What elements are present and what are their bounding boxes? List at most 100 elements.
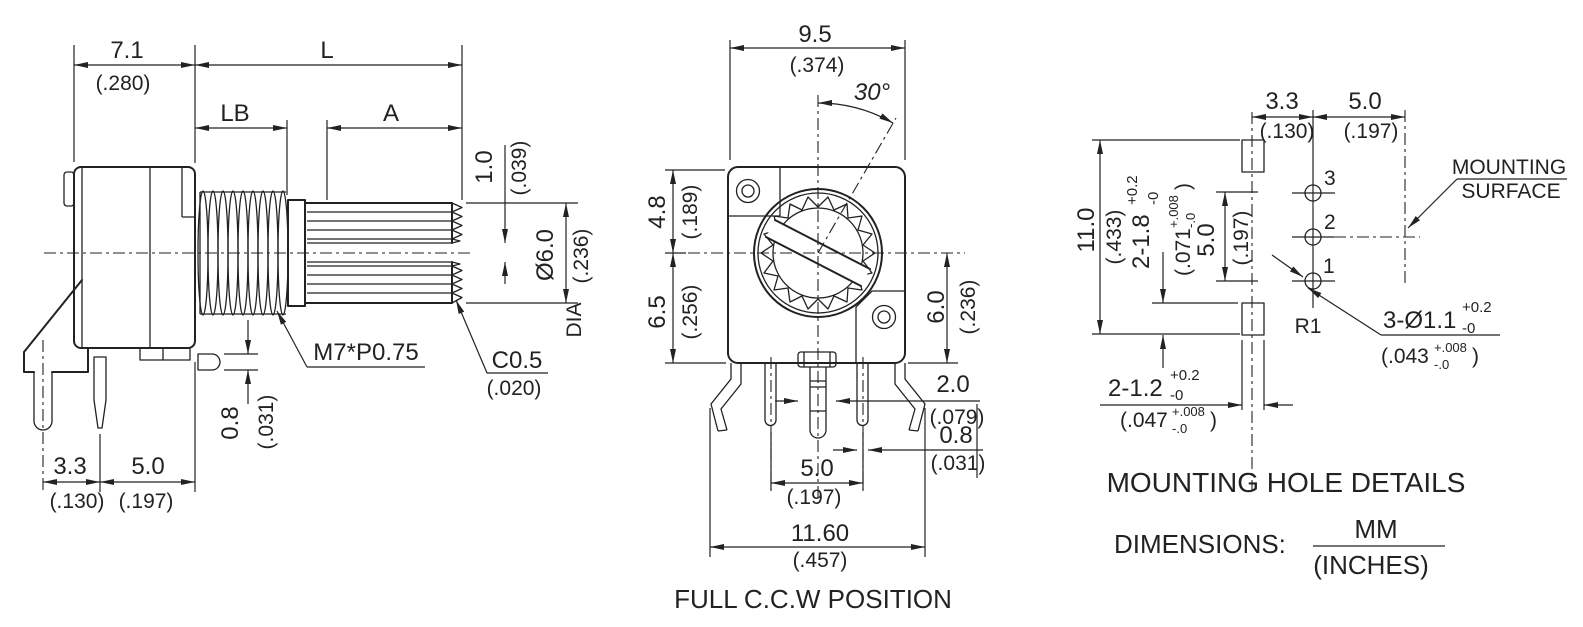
- dim-right-height-in: (.236): [957, 280, 980, 335]
- angle-arc: [817, 99, 894, 124]
- dim-slot-1-8-in-sub: -.0: [1183, 213, 1198, 228]
- dim-terminal-holes-in-sup: +.008: [1434, 340, 1467, 355]
- front-dimension-lines: [665, 40, 983, 557]
- dim-body-width-mm: 9.5: [798, 21, 831, 48]
- pin-front: [33, 372, 53, 431]
- units-inches-label: (INCHES): [1313, 550, 1429, 580]
- ear-hole-bottom-right: [871, 304, 897, 330]
- tip-serration-top: [451, 202, 463, 244]
- dim-slot-1-2: 2-1.2 +0.2 -0: [1108, 367, 1204, 404]
- dim-body-depth-mm: 7.1: [110, 37, 143, 64]
- dim-pin-offset-mm: 3.3: [53, 453, 86, 480]
- dim-leg-span-mm: 11.60: [791, 520, 849, 547]
- dim-slot-1-2-sub: -0: [1170, 387, 1183, 404]
- dim-terminal-holes-in: (.043: [1381, 345, 1429, 368]
- dim-pin-offset-in: (.130): [50, 490, 105, 513]
- dimensions-label: DIMENSIONS:: [1114, 529, 1286, 559]
- ear-hole-top-left-inner: [741, 184, 755, 198]
- front-pin-1: [764, 363, 777, 427]
- dim-pin-width-mm: 0.8: [939, 422, 972, 449]
- dim-hole-pitch-in: (.197): [1230, 211, 1253, 266]
- dim-slot-1-2-in: (.047: [1120, 409, 1168, 432]
- dim-shaft-dia-mm: Ø6.0: [532, 229, 559, 281]
- dim-slot-1-2-in-sub: -.0: [1172, 421, 1187, 436]
- dim-bottom-height-mm: 6.5: [644, 295, 671, 328]
- dim-pin-pitch-in: (.197): [119, 490, 174, 513]
- front-pin-3: [856, 363, 869, 427]
- dim-slot-1-8-in-close: ): [1172, 183, 1195, 190]
- slot-bottom: [1241, 302, 1265, 336]
- mounting-centerlines: [1251, 110, 1420, 490]
- dim-slot-1-2-inches: (.047 +.008 -.0 ): [1120, 403, 1217, 437]
- dim-slot-1-8-mm: 2-1.8: [1128, 214, 1155, 269]
- dim-bottom-height-in: (.256): [679, 285, 702, 340]
- dim-surface-offset-mm: 5.0: [1348, 88, 1381, 115]
- dim-terminal-holes-in-sub: -.0: [1434, 357, 1449, 372]
- dim-terminal-holes-inches: (.043 +.008 -.0 ): [1381, 339, 1479, 373]
- pin-middle: [93, 356, 107, 429]
- dim-right-height-mm: 6.0: [923, 290, 950, 323]
- terminal-hole-3: [1304, 184, 1322, 202]
- dim-slot-span-in: (.433): [1103, 210, 1126, 265]
- pot-body-side: [73, 166, 196, 349]
- dim-leg-span-in: (.457): [793, 549, 848, 572]
- mounting-view-title: MOUNTING HOLE DETAILS: [1107, 467, 1466, 498]
- dim-slot-1-8: 2-1.8 +0.2 -0: [1124, 171, 1162, 269]
- dim-slot-1-8-sub: -0: [1145, 192, 1162, 205]
- front-leg-left: [710, 363, 742, 432]
- dim-terminal-holes-sup: +0.2: [1462, 299, 1492, 316]
- dim-collar-width-in: (.079): [930, 406, 985, 429]
- dim-tab-mm: 0.8: [217, 406, 244, 439]
- ear-bottom-right: [855, 290, 905, 363]
- pot-body-panel-lines: [81, 167, 195, 348]
- terminal-hole-2: [1304, 228, 1322, 246]
- mounting-dimension-lines: [1092, 114, 1567, 410]
- terminal-label-1: 1: [1323, 255, 1335, 278]
- dim-slot-width-in: (.039): [508, 141, 531, 196]
- tip-serration-bottom: [451, 261, 463, 304]
- terminal-label-3: 3: [1324, 167, 1336, 190]
- center-pin-collar: [797, 351, 837, 368]
- dim-slot-1-2-mm: 2-1.2: [1108, 375, 1163, 402]
- dim-slot-1-2-sup: +0.2: [1170, 367, 1200, 384]
- body-bottom-step: [139, 348, 191, 361]
- dim-hole-pitch-mm: 5.0: [1193, 223, 1220, 256]
- dim-length-L: L: [320, 37, 333, 64]
- mounting-surface-label-1: MOUNTING: [1452, 156, 1566, 179]
- dim-slot-1-8-in-sup: +.008: [1166, 195, 1181, 228]
- dim-surface-offset-in: (.197): [1344, 120, 1399, 143]
- dim-pin-pitch-mm: 5.0: [800, 455, 833, 482]
- side-view-drawing: 7.1 (.280) L LB A 1.0 (.039) Ø6.0 (.236)…: [23, 37, 593, 513]
- dim-shaft-dia-suffix: DIA: [563, 302, 586, 337]
- thread-spec-label: M7*P0.75: [313, 339, 418, 366]
- slot-top: [1241, 139, 1265, 173]
- dim-collar-width-mm: 2.0: [936, 371, 969, 398]
- hole-centermarks: [1292, 110, 1335, 308]
- pot-body-front: [727, 166, 906, 364]
- dim-slot-1-2-in-close: ): [1210, 409, 1217, 432]
- mounting-surface-label-2: SURFACE: [1461, 180, 1560, 203]
- radius-label-r1: R1: [1295, 315, 1322, 338]
- dim-slot-1-8-in: (.071: [1172, 228, 1195, 276]
- dim-hole-offset-mm: 3.3: [1265, 88, 1298, 115]
- dim-pin-pitch-mm: 5.0: [131, 453, 164, 480]
- ear-hole-top-left: [735, 178, 761, 204]
- anchor-tab: [197, 353, 221, 371]
- dim-slot-1-8-inches: (.071 +.008 -.0 ): [1165, 183, 1199, 276]
- dim-length-LB: LB: [220, 100, 249, 127]
- dim-top-height-in: (.189): [679, 185, 702, 240]
- dim-body-width-in: (.374): [790, 54, 845, 77]
- dim-slot-span-mm: 11.0: [1073, 208, 1100, 253]
- dim-body-depth-in: (.280): [96, 72, 151, 95]
- front-centerlines: [688, 95, 965, 500]
- dim-angle-30: 30°: [854, 79, 891, 106]
- side-dimension-lines: [43, 45, 578, 492]
- dim-top-height-mm: 4.8: [644, 195, 671, 228]
- units-mm-label: MM: [1354, 514, 1397, 544]
- dim-pin-pitch-in: (.197): [787, 486, 842, 509]
- bent-leg: [23, 279, 89, 373]
- dim-slot-width-mm: 1.0: [471, 150, 498, 183]
- dim-terminal-holes-in-close: ): [1472, 345, 1479, 368]
